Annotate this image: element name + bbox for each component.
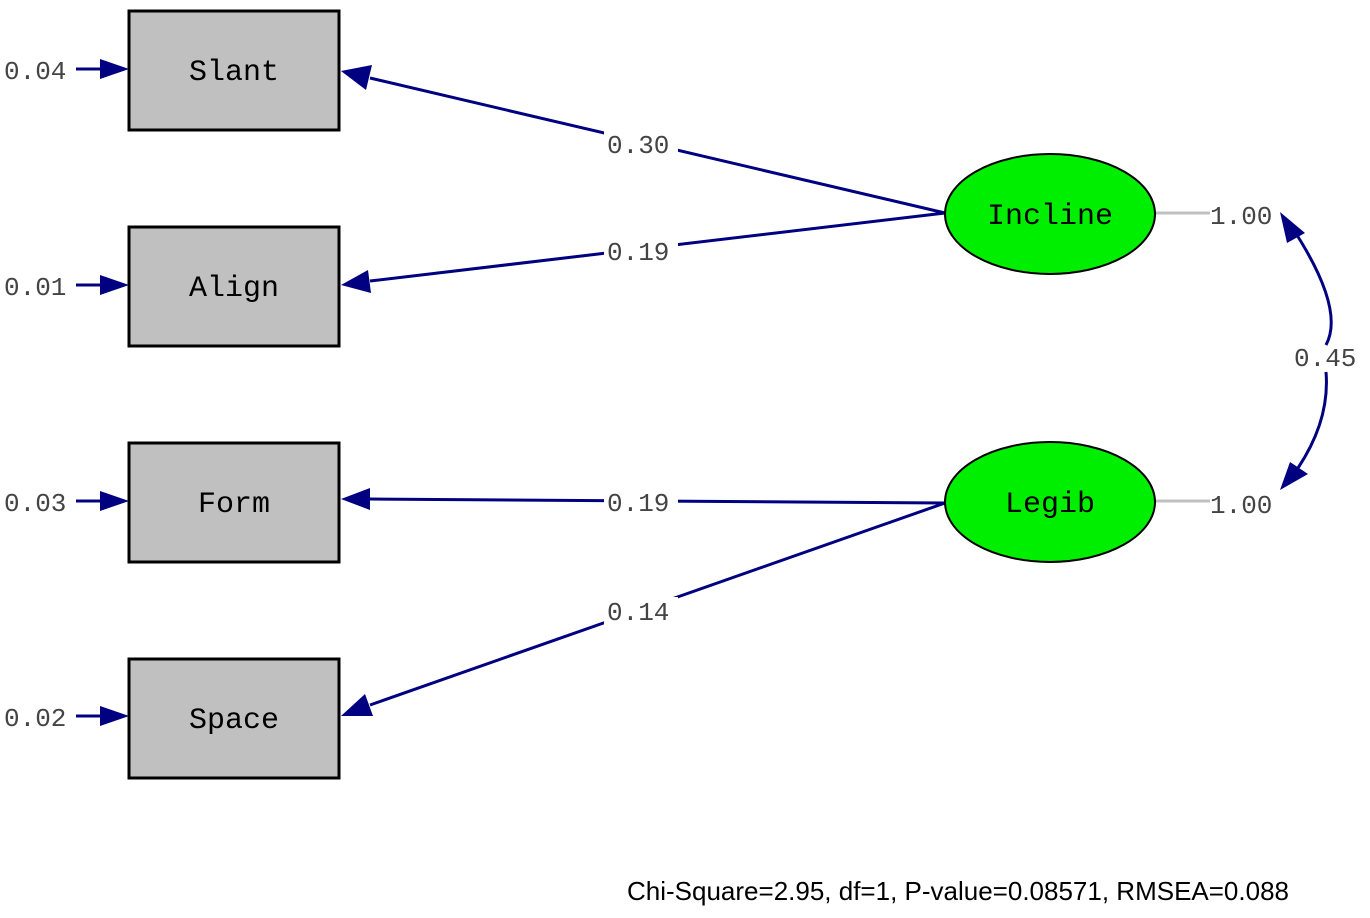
loading-label-bg [604, 597, 678, 627]
observed-label: Slant [189, 56, 279, 90]
observed-box-align: Align [127, 225, 341, 348]
error-variance-form: 0.03 [4, 489, 66, 519]
fit-statistics: Chi-Square=2.95, df=1, P-value=0.08571, … [627, 876, 1289, 906]
latent-ellipse-incline: Incline [944, 153, 1156, 275]
latent-shape [944, 441, 1156, 563]
loading-legib-form: 0.19 [607, 489, 669, 519]
loading-incline-slant: 0.30 [607, 131, 669, 161]
observed-label: Form [198, 488, 270, 522]
error-variance-align: 0.01 [4, 273, 66, 303]
latent-label: Incline [987, 200, 1113, 234]
latent-label: Legib [1005, 488, 1095, 522]
observed-box-slant: Slant [127, 9, 341, 132]
covariance-arc [1280, 212, 1333, 490]
loading-label-bg [604, 488, 678, 518]
latent-variance-incline: 1.00 [1210, 202, 1272, 232]
observed-label: Align [189, 272, 279, 306]
observed-box-form: Form [127, 441, 341, 564]
error-variance-space: 0.02 [4, 704, 66, 734]
loading-incline-align: 0.19 [607, 238, 669, 268]
error-arrow-align [76, 275, 129, 295]
observed-label: Space [189, 704, 279, 738]
observed-box-space: Space [127, 657, 341, 780]
error-arrow-form [76, 491, 129, 511]
latent-variance-legib: 1.00 [1210, 491, 1272, 521]
latent-ellipse-legib: Legib [944, 441, 1156, 563]
latent-shape [944, 153, 1156, 275]
error-variance-slant: 0.04 [4, 57, 66, 87]
loading-legib-space: 0.14 [607, 598, 669, 628]
error-arrow-slant [76, 59, 129, 79]
loading-label-bg [604, 237, 678, 267]
error-arrow-space [76, 706, 129, 726]
loading-label-bg [604, 130, 678, 160]
covariance-value: 0.45 [1294, 344, 1356, 374]
